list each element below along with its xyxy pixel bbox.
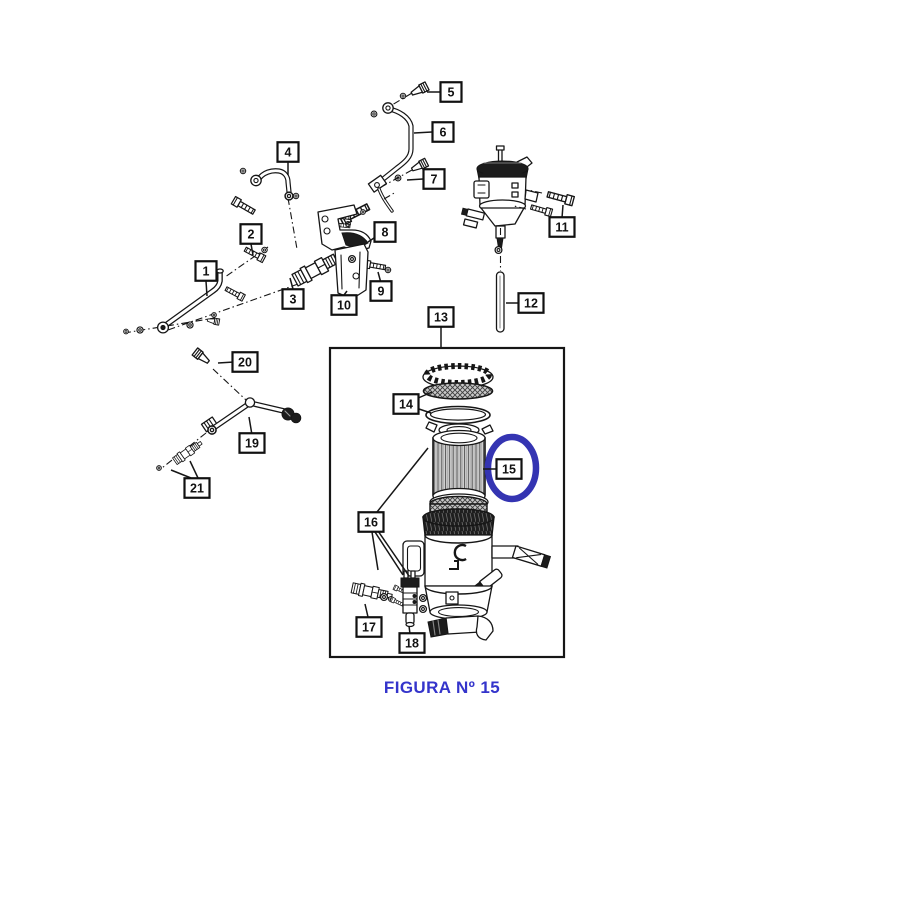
detail-box-frame — [328, 346, 566, 659]
callout-14: 14 — [392, 391, 433, 415]
part-bracket-plate-10 — [334, 243, 369, 300]
callout-21: 21 — [170, 460, 211, 499]
svg-text:2: 2 — [248, 228, 255, 242]
svg-text:6: 6 — [440, 126, 447, 140]
part-bolts-11 — [513, 189, 576, 218]
callout-6: 6 — [413, 121, 455, 143]
part-plug-7 — [382, 157, 430, 187]
callout-2: 2 — [239, 223, 263, 256]
part-banjo-tube-4 — [230, 167, 300, 217]
svg-text:16: 16 — [364, 516, 378, 530]
part-standpipe-12 — [495, 271, 505, 333]
svg-text:17: 17 — [362, 621, 376, 635]
callout-19: 19 — [238, 416, 266, 454]
svg-text:8: 8 — [382, 226, 389, 240]
svg-text:7: 7 — [431, 173, 438, 187]
part-drain-valve-18 — [400, 570, 420, 628]
part-bracket-8 — [317, 191, 397, 251]
figure-caption: FIGURA Nº 15 — [383, 678, 501, 697]
callout-7: 7 — [406, 168, 446, 190]
callout-8: 8 — [367, 221, 397, 243]
part-fuel-tube-6 — [367, 102, 414, 213]
svg-text:13: 13 — [434, 311, 448, 325]
part-plug-5 — [391, 81, 430, 106]
highlight-ellipse — [484, 433, 540, 503]
part-sensor-21 — [156, 432, 207, 471]
callout-20: 20 — [217, 351, 259, 373]
callout-10: 10 — [330, 290, 358, 316]
svg-text:9: 9 — [378, 285, 385, 299]
part-wif-sensor-17 — [350, 581, 408, 608]
callout-9: 9 — [369, 271, 393, 302]
part-housing-assembly — [402, 495, 552, 641]
part-sensor-3 — [167, 197, 346, 331]
part-filter-cap-14 — [422, 363, 494, 425]
callout-3: 3 — [281, 277, 305, 310]
callout-13: 13 — [427, 306, 455, 347]
svg-text:12: 12 — [524, 297, 538, 311]
svg-text:19: 19 — [245, 437, 259, 451]
svg-text:18: 18 — [405, 637, 419, 651]
svg-text:5: 5 — [448, 86, 455, 100]
callout-1: 1 — [194, 260, 218, 297]
callout-5: 5 — [427, 81, 463, 103]
part-fitting-2 — [224, 245, 269, 278]
callout-18: 18 — [398, 625, 426, 654]
callout-4: 4 — [276, 141, 300, 175]
callout-17: 17 — [355, 603, 383, 638]
svg-text:20: 20 — [238, 356, 252, 370]
svg-text:14: 14 — [399, 398, 413, 412]
callout-12: 12 — [506, 292, 545, 314]
callout-15: 15 — [483, 458, 523, 480]
svg-text:1: 1 — [203, 265, 210, 279]
svg-text:21: 21 — [190, 482, 204, 496]
svg-text:4: 4 — [285, 146, 292, 160]
part-fuel-line-1 — [123, 268, 224, 335]
part-separator-assembly — [460, 145, 539, 271]
svg-text:15: 15 — [502, 463, 516, 477]
part-fuel-tube-19 — [200, 397, 302, 435]
callout-11: 11 — [548, 204, 576, 238]
callout-16: 16 — [357, 447, 429, 577]
svg-text:3: 3 — [290, 293, 297, 307]
svg-text:11: 11 — [555, 221, 568, 235]
svg-text:10: 10 — [337, 299, 351, 313]
